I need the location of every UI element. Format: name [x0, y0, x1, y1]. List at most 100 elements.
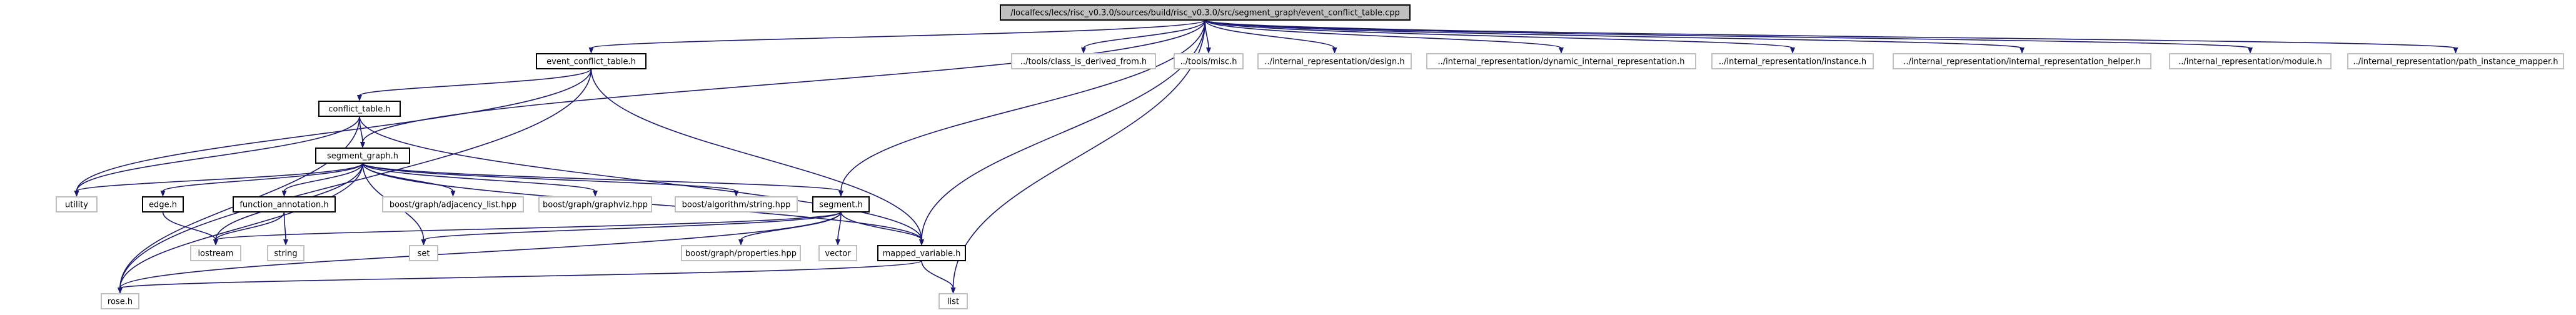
node-box	[318, 101, 401, 117]
node-root: /localfecs/lecs/risc_v0.3.0/sources/buil…	[1000, 4, 1411, 21]
node-box	[233, 196, 336, 212]
node-edge-h[interactable]: edge.h	[142, 196, 184, 212]
node-box	[675, 196, 798, 212]
edge-root-to-derived	[1081, 19, 1206, 54]
node-label: ../internal_representation/module.h	[2178, 58, 2322, 67]
edge-arrowhead	[2248, 48, 2253, 54]
edge-sg_h-to-seg_h	[362, 162, 843, 197]
edge-arrowhead	[588, 48, 594, 54]
edge-arrowhead	[1081, 48, 1086, 54]
node-adj: boost/graph/adjacency_list.hpp	[382, 196, 524, 212]
edge-line	[76, 116, 360, 192]
node-box	[536, 53, 647, 69]
edge-line	[283, 211, 286, 241]
edge-line	[119, 162, 363, 289]
edge-arrowhead	[283, 239, 288, 246]
node-props: boost/graph/properties.hpp	[681, 245, 801, 261]
edge-line	[119, 68, 592, 289]
edge-line	[215, 211, 842, 241]
edge-arrowhead	[357, 95, 362, 101]
node-label: boost/graph/graphviz.hpp	[543, 201, 648, 210]
node-box	[538, 196, 652, 212]
edge-root-to-dir	[1204, 19, 1564, 54]
node-box	[382, 196, 524, 212]
node-seg-h[interactable]: segment.h	[812, 196, 870, 212]
node-box	[818, 245, 857, 261]
node-box	[1174, 53, 1244, 69]
node-box	[1711, 53, 1874, 69]
edge-root-to-design	[1204, 19, 1337, 54]
node-misc: ../tools/misc.h	[1174, 53, 1244, 69]
node-label: segment.h	[819, 201, 862, 210]
node-box	[2347, 53, 2564, 69]
node-gviz: boost/graph/graphviz.hpp	[538, 196, 652, 212]
node-pim: ../internal_representation/path_instance…	[2347, 53, 2564, 69]
node-rose: rose.h	[101, 293, 139, 309]
edge-arrowhead	[835, 239, 840, 246]
edge-sg_h-to-algo	[362, 162, 739, 197]
edge-arrowhead	[1206, 48, 1211, 54]
node-box	[56, 196, 98, 212]
edge-line	[840, 211, 922, 241]
edge-sg_h-to-fa_h	[281, 162, 363, 197]
edge-arrowhead	[421, 239, 426, 246]
edge-arrowhead	[118, 288, 123, 294]
node-label: ../internal_representation/path_instance…	[2353, 58, 2558, 67]
node-ect-h[interactable]: event_conflict_table.h	[536, 53, 647, 69]
edge-arrowhead	[593, 191, 598, 197]
edge-line	[162, 211, 216, 241]
node-label: string	[274, 249, 297, 259]
edge-root-to-ect_h	[588, 19, 1206, 54]
edge-seg_h-to-set	[421, 211, 842, 246]
edge-arrowhead	[160, 191, 166, 197]
node-box	[681, 245, 801, 261]
edge-arrowhead	[738, 239, 743, 246]
node-label: list	[947, 298, 959, 307]
node-label: function_annotation.h	[239, 201, 328, 210]
node-box	[1257, 53, 1412, 69]
node-box	[812, 196, 870, 212]
edge-line	[921, 19, 1206, 241]
edge-line	[590, 19, 1206, 49]
node-label: segment_graph.h	[327, 152, 398, 161]
edge-arrowhead	[733, 191, 739, 197]
node-label: vector	[825, 249, 851, 259]
edge-root-to-irhelper	[1204, 19, 2025, 54]
node-label: ../internal_representation/instance.h	[1719, 58, 1866, 67]
node-algo: boost/algorithm/string.hpp	[675, 196, 798, 212]
edge-seg_h-to-mv_h	[840, 211, 924, 246]
node-box	[315, 148, 410, 164]
node-label: boost/graph/properties.hpp	[685, 249, 797, 259]
edge-line	[362, 19, 1206, 143]
nodes-layer: /localfecs/lecs/risc_v0.3.0/sources/buil…	[56, 4, 2564, 309]
node-mv-h[interactable]: mapped_variable.h	[877, 245, 966, 261]
node-string: string	[267, 245, 304, 261]
edge-line	[1204, 19, 2457, 49]
edge-arrowhead	[74, 191, 79, 197]
node-derived: ../tools/class_is_derived_from.h	[1011, 53, 1156, 69]
node-ct-h[interactable]: conflict_table.h	[318, 101, 401, 117]
edge-root-to-instance	[1204, 19, 1795, 54]
edge-line	[590, 68, 922, 241]
node-instance: ../internal_representation/instance.h	[1711, 53, 1874, 69]
node-label: set	[418, 249, 430, 259]
node-module: ../internal_representation/module.h	[2169, 53, 2332, 69]
edge-arrowhead	[2453, 48, 2458, 54]
edge-arrowhead	[1332, 48, 1337, 54]
node-fa-h[interactable]: function_annotation.h	[233, 196, 336, 212]
edge-mv_h-to-rose	[118, 260, 922, 294]
edge-ect_h-to-ct_h	[357, 68, 592, 101]
edge-seg_h-to-vector	[835, 211, 842, 246]
edge-line	[1204, 19, 2251, 49]
node-design: ../internal_representation/design.h	[1257, 53, 1412, 69]
node-list: list	[938, 293, 968, 309]
edge-line	[76, 162, 363, 192]
edge-arrowhead	[360, 142, 365, 148]
node-sg-h[interactable]: segment_graph.h	[315, 148, 410, 164]
node-label: rose.h	[108, 298, 133, 307]
edge-line	[119, 211, 842, 289]
edge-arrowhead	[950, 288, 956, 294]
edge-arrowhead	[450, 191, 456, 197]
edge-root-to-module	[1204, 19, 2253, 54]
node-label: utility	[65, 201, 88, 210]
